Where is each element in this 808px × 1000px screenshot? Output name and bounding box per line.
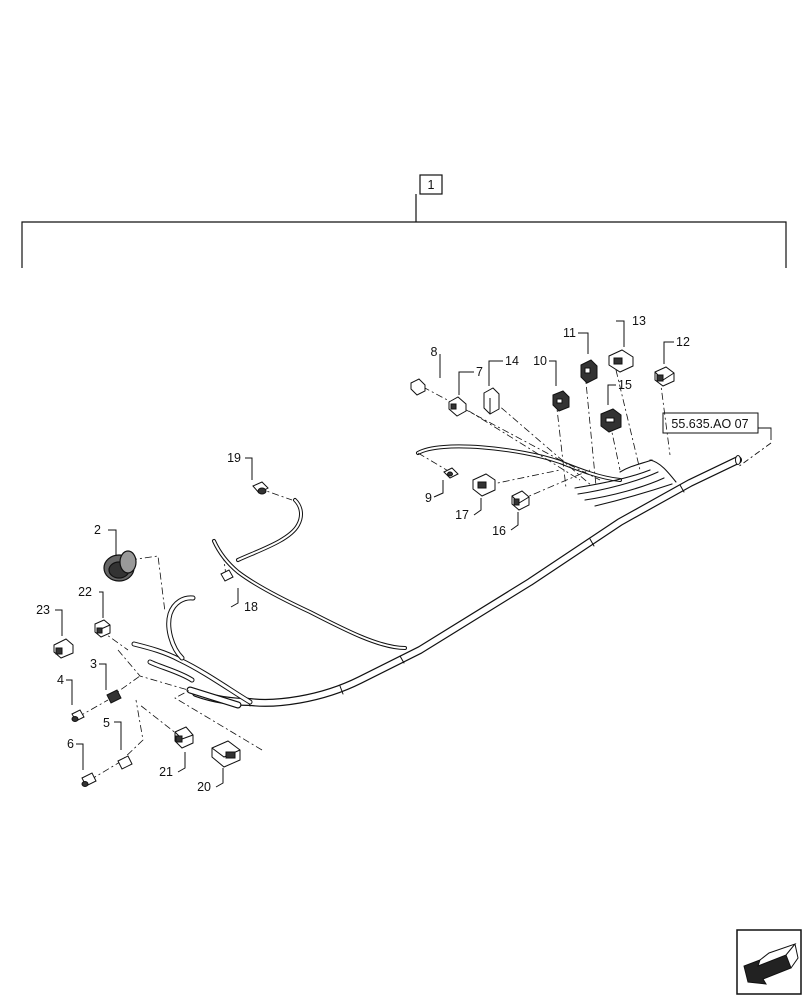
- component-3-terminal: [106, 689, 122, 704]
- callout-1[interactable]: 1: [428, 178, 435, 192]
- callout-9[interactable]: 9: [425, 491, 432, 505]
- callout-4[interactable]: 4: [57, 673, 64, 687]
- component-9-terminal: [443, 467, 459, 479]
- callout-16[interactable]: 16: [492, 524, 506, 538]
- callout-22[interactable]: 22: [78, 585, 92, 599]
- callout-3[interactable]: 3: [90, 657, 97, 671]
- callout-15[interactable]: 15: [618, 378, 632, 392]
- callout-20[interactable]: 20: [197, 780, 211, 794]
- callout-18[interactable]: 18: [244, 600, 258, 614]
- component-12-connector: [654, 366, 675, 387]
- callout-13[interactable]: 13: [632, 314, 646, 328]
- component-19-clip: [252, 481, 269, 495]
- component-21-connector: [174, 726, 194, 749]
- callout-8[interactable]: 8: [431, 345, 438, 359]
- callout-numbers: 2 3 4 5 6 7 8 9 10 11 12 13 14 15 16 17 …: [36, 314, 690, 794]
- reference-label[interactable]: 55.635.AO 07: [671, 417, 748, 431]
- component-7-connector: [448, 396, 467, 417]
- callout-17[interactable]: 17: [455, 508, 469, 522]
- component-8-terminal: [410, 378, 426, 396]
- component-23-connector: [53, 638, 74, 659]
- component-6-terminal: [81, 772, 97, 787]
- component-16-connector: [511, 490, 530, 511]
- component-4-terminal: [71, 709, 85, 722]
- callout-2[interactable]: 2: [94, 523, 101, 537]
- reference-leader: [737, 427, 772, 468]
- callout-6[interactable]: 6: [67, 737, 74, 751]
- component-15-connector: [600, 408, 622, 433]
- component-18-clip: [220, 569, 234, 582]
- component-22-connector: [94, 619, 111, 638]
- component-2-grommet: [103, 550, 137, 582]
- component-5-terminal: [117, 755, 133, 770]
- component-17-connector: [472, 473, 496, 497]
- callout-leaders: [55, 320, 674, 788]
- assembly-bracket: [21, 174, 787, 268]
- callout-5[interactable]: 5: [103, 716, 110, 730]
- main-harness: [131, 444, 742, 709]
- component-20-connector: [211, 740, 241, 768]
- component-11-connector: [580, 359, 598, 384]
- callout-7[interactable]: 7: [476, 365, 483, 379]
- callout-12[interactable]: 12: [676, 335, 690, 349]
- leader-lines: [77, 369, 671, 781]
- callout-11[interactable]: 11: [563, 326, 576, 340]
- callout-21[interactable]: 21: [159, 765, 173, 779]
- reference-box[interactable]: 55.635.AO 07: [662, 412, 759, 434]
- callout-19[interactable]: 19: [227, 451, 241, 465]
- callout-10[interactable]: 10: [533, 354, 547, 368]
- component-14-connector: [483, 387, 500, 415]
- next-page-arrow-icon[interactable]: [736, 929, 802, 995]
- callout-23[interactable]: 23: [36, 603, 50, 617]
- component-10-connector: [552, 390, 570, 412]
- callout-14[interactable]: 14: [505, 354, 519, 368]
- component-13-connector: [608, 349, 634, 373]
